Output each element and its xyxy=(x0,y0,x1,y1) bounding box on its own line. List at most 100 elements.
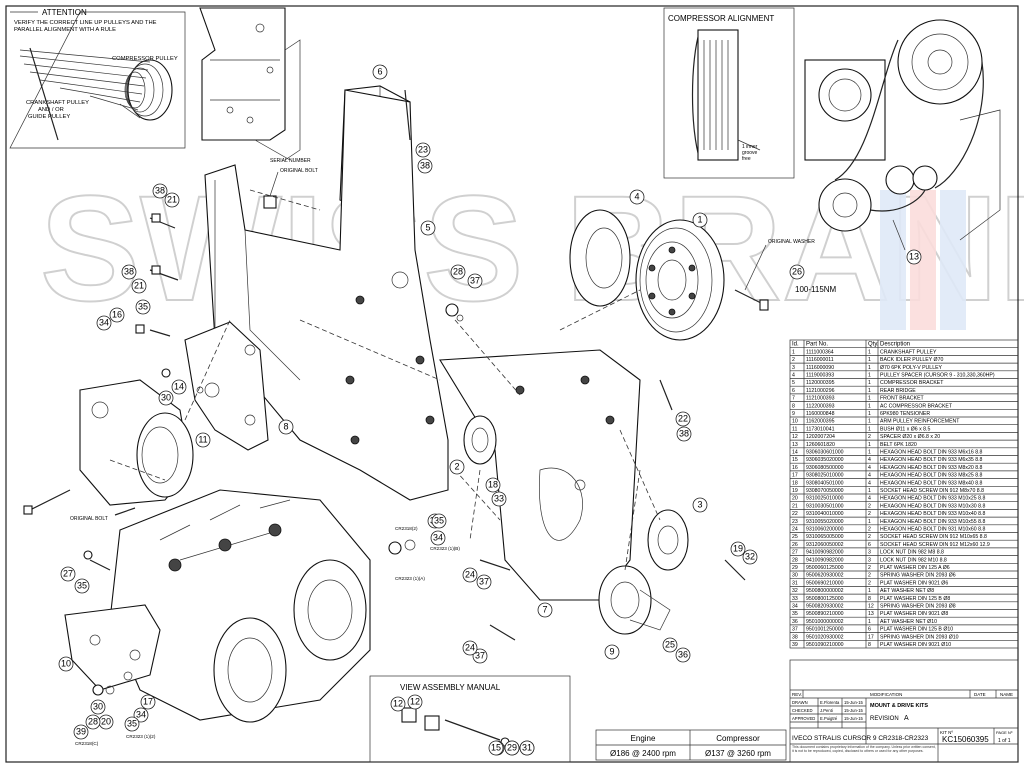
callout-33: 33 xyxy=(494,493,504,503)
table-cell: 27 xyxy=(792,550,798,556)
assembly-callout-12: 12 xyxy=(410,696,420,706)
table-cell: 1 xyxy=(868,450,871,456)
table-cell: 9310025010000 xyxy=(806,496,844,502)
table-cell: 29 xyxy=(792,565,798,571)
callout-circle xyxy=(415,142,431,158)
table-cell: 3 xyxy=(792,365,795,371)
table-cell: 9500690210000 xyxy=(806,580,844,586)
callout-30: 30 xyxy=(161,392,171,402)
page-label: PAGE Nº xyxy=(996,730,1013,735)
callout-circle xyxy=(730,541,746,557)
engine-speed: Ø186 @ 2400 rpm xyxy=(610,749,676,758)
table-cell: 9310055020000 xyxy=(806,519,844,525)
table-cell: ARM PULLEY REINFORCEMENT xyxy=(880,419,960,425)
cr2323-b-label: CR2323 (1)(B) xyxy=(430,546,460,551)
callout-circle xyxy=(462,567,478,583)
table-cell: 31 xyxy=(792,580,798,586)
watermark-blue-bar xyxy=(880,190,906,330)
callout-31: 31 xyxy=(522,742,532,752)
table-cell: 20 xyxy=(792,496,798,502)
callout-34: 34 xyxy=(433,532,443,542)
callout-circle xyxy=(476,574,492,590)
compressor-bracket-5 xyxy=(204,89,449,501)
table-cell: 1 xyxy=(868,419,871,425)
table-cell: 1162000395 xyxy=(806,419,835,425)
callout-circle xyxy=(372,64,388,80)
table-cell: 2 xyxy=(868,580,871,586)
table-cell: 24 xyxy=(792,527,798,533)
callout-38: 38 xyxy=(124,266,134,276)
table-cell: 17 xyxy=(868,634,874,640)
table-cell: 7 xyxy=(792,396,795,402)
compressor-speed: Ø137 @ 3260 rpm xyxy=(705,749,771,758)
table-cell: 1 xyxy=(868,442,871,448)
callout-circle xyxy=(390,696,406,712)
table-cell: AC COMPRESSOR BRACKET xyxy=(880,403,953,409)
table-cell: 1 xyxy=(868,619,871,625)
attention-title: ATTENTION xyxy=(42,8,87,17)
table-cell: 11 xyxy=(792,426,797,432)
belt-13 xyxy=(834,39,984,212)
table-cell: 4 xyxy=(868,465,871,471)
callout-9: 9 xyxy=(609,646,614,656)
callout-25: 25 xyxy=(665,639,675,649)
table-cell: 2 xyxy=(868,565,871,571)
callout-36: 36 xyxy=(678,649,688,659)
table-cell: 34 xyxy=(792,604,798,610)
table-cell: 9501090210000 xyxy=(806,642,844,648)
table-cell: 35 xyxy=(792,611,798,617)
table-cell: 36 xyxy=(792,619,798,625)
table-cell: 30 xyxy=(792,573,798,579)
table-cell: HEXAGON HEAD BOLT DIN 931 M10x60 8.8 xyxy=(880,527,985,533)
callout-18: 18 xyxy=(488,479,498,489)
title-block: REV. MODIFICATION DATE NAME DRAWN CHECKE… xyxy=(789,659,1019,763)
table-cell: 37 xyxy=(792,627,798,633)
cr2318-label: CR2318(2) xyxy=(395,526,418,531)
original-bolt-left-label: ORIGINAL BOLT xyxy=(70,516,108,522)
checked-date: 15-Jun-15 xyxy=(844,708,864,713)
table-cell: 9501000000002 xyxy=(806,619,844,625)
crankshaft-label-3: GUIDE PULLEY xyxy=(28,114,70,120)
approved-by: E.Puigtré xyxy=(820,716,838,721)
table-cell: 1122000393 xyxy=(806,403,835,409)
table-cell: 21 xyxy=(792,503,798,509)
callout-circle xyxy=(60,566,76,582)
callout-circle xyxy=(675,647,691,663)
part-callouts: 1234567891011121314151617181920212223242… xyxy=(58,64,922,756)
callout-35: 35 xyxy=(127,718,137,728)
table-cell: BELT 6PK 1820 xyxy=(880,442,917,448)
callout-circle xyxy=(604,644,620,660)
table-cell: 6 xyxy=(868,627,871,633)
drawn-by: E.Florenta xyxy=(820,700,840,705)
ac-compressor-bracket-8 xyxy=(184,321,269,451)
callout-28: 28 xyxy=(453,266,463,276)
callout-circle xyxy=(74,578,90,594)
original-bolt-top xyxy=(263,195,277,209)
table-cell: FRONT BRACKET xyxy=(880,396,925,402)
front-bracket-7 xyxy=(439,349,641,601)
table-cell: HEXAGON HEAD BOLT DIN 933 M6x16 8.8 xyxy=(880,450,983,456)
table-cell: 1116000011 xyxy=(806,357,834,363)
callout-circle xyxy=(789,264,805,280)
callout-circle xyxy=(450,264,466,280)
alignment-note-2: groove xyxy=(742,150,758,156)
callout-7: 7 xyxy=(542,604,547,614)
table-cell: BUSH Ø11 x Ø6 x 8.5 xyxy=(880,426,930,432)
attention-line2: PARALLEL ALIGNMENT WITH A RULE xyxy=(14,27,116,33)
table-cell: 1120000395 xyxy=(806,380,835,386)
callout-circle xyxy=(629,189,645,205)
table-cell: BACK IDLER PULLEY Ø70 xyxy=(880,357,943,363)
callout-circle xyxy=(431,513,447,529)
callout-13: 13 xyxy=(909,251,919,261)
original-washer-label: ORIGINAL WASHER xyxy=(768,239,815,245)
table-cell: SOCKET HEAD SCREW DIN 912 M12x60 12.9 xyxy=(880,542,990,548)
callout-37: 37 xyxy=(479,576,489,586)
cr2323-d-label: CR2323 (1)(2) xyxy=(126,734,156,739)
table-cell: 9312060050002 xyxy=(806,542,844,548)
callout-12: 12 xyxy=(393,698,403,708)
rev-label: REV. xyxy=(792,692,802,697)
table-cell: 1 xyxy=(868,380,871,386)
bolt-26: ORIGINAL WASHER 100-115NM xyxy=(734,239,837,311)
drawn-date: 15-Jun-15 xyxy=(844,700,864,705)
